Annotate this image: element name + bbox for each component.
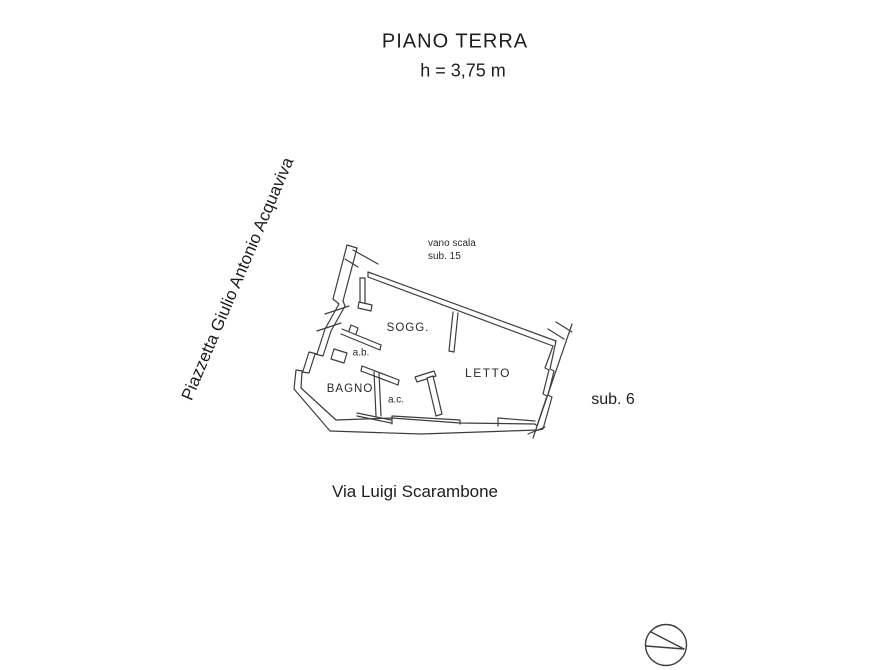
stairwell-label-line1: vano scala xyxy=(428,238,476,249)
wall-partition-sogg-letto xyxy=(449,312,458,352)
room-label-letto: LETTO xyxy=(465,366,511,380)
wall-top xyxy=(368,272,556,346)
room-label-soggiorno: SOGG. xyxy=(386,322,430,334)
height-note: h = 3,75 m xyxy=(420,60,506,81)
wall-left-opening xyxy=(325,304,345,331)
wall-top-left-wing xyxy=(333,245,357,306)
entrance-door-jamb xyxy=(358,278,372,311)
letto-door-jamb xyxy=(415,371,442,416)
wall-left-stepped xyxy=(294,329,336,431)
boundary-line-right xyxy=(528,322,572,438)
room-label-anticamera: a.c. xyxy=(387,394,405,406)
stairwell-label-line2: sub. 15 xyxy=(428,251,461,262)
boundary-ticks-left xyxy=(317,250,378,331)
wall-partition-ab xyxy=(331,325,381,363)
room-label-bagno: BAGNO xyxy=(326,383,374,395)
page-title: PIANO TERRA xyxy=(381,30,529,53)
wall-bottom xyxy=(330,413,538,434)
unit-label: sub. 6 xyxy=(591,391,635,408)
wall-partition-bagno-ac xyxy=(361,366,399,416)
stairwell-label: vano scala sub. 15 xyxy=(428,237,476,263)
street-label-via: Via Luigi Scarambone xyxy=(331,482,499,501)
room-label-antibagno: a.b. xyxy=(352,347,370,359)
